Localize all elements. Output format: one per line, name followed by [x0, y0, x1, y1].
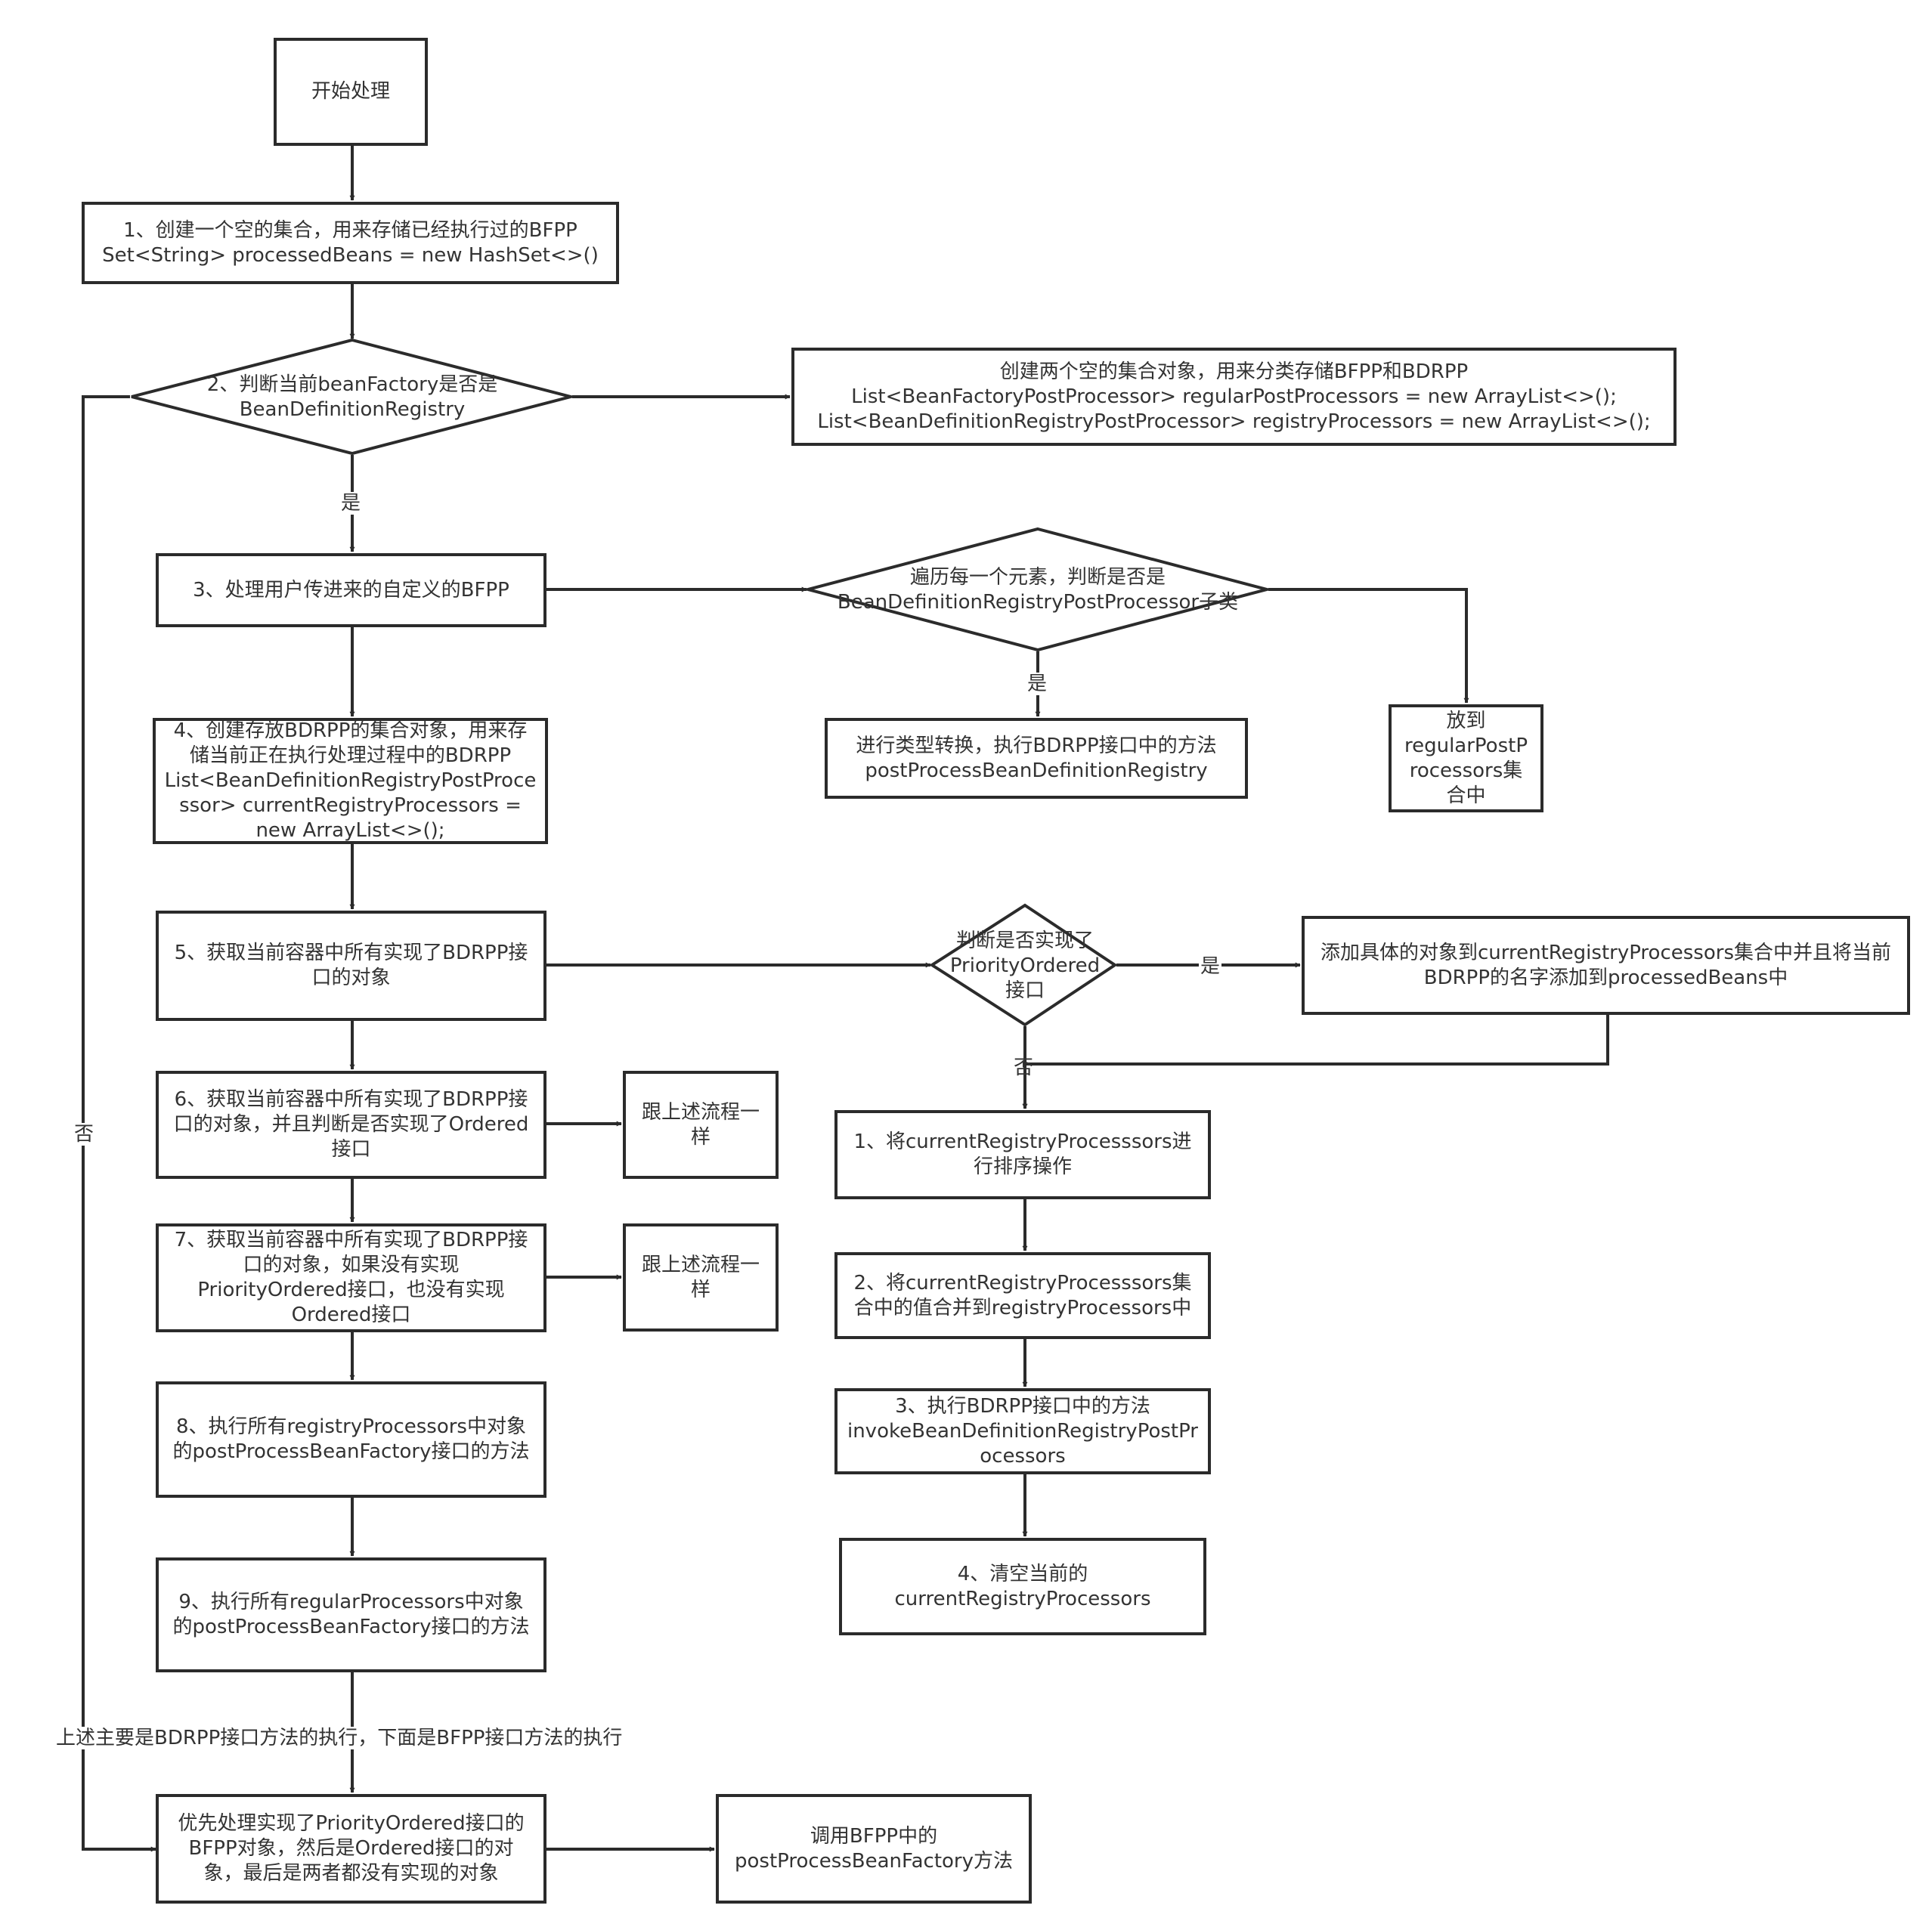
start-node: 开始处理 — [274, 38, 428, 146]
priority-bfpp-node: 优先处理实现了PriorityOrdered接口的 BFPP对象，然后是Orde… — [156, 1794, 546, 1904]
same-flow-1-text: 跟上述流程一 样 — [641, 1100, 760, 1149]
put-regular-text: 放到 regularPostP rocessors集 合中 — [1404, 709, 1528, 807]
decision-iterate-node: 遍历每一个元素，判断是否是 BeanDefinitionRegistryPost… — [824, 563, 1252, 617]
create-lists-text: 创建两个空的集合对象，用来分类存储BFPP和BDRPP List<BeanFac… — [817, 360, 1651, 433]
start-node-text: 开始处理 — [311, 80, 390, 103]
put-regular-node: 放到 regularPostP rocessors集 合中 — [1389, 704, 1543, 812]
yes-iterate-label: 是 — [1026, 673, 1049, 695]
decision2-diamond — [131, 338, 577, 456]
decision-priority-text: 判断是否实现了 PriorityOrdered 接口 — [949, 929, 1101, 1002]
yes-priority-label: 是 — [1199, 955, 1222, 978]
decision-iterate-text: 遍历每一个元素，判断是否是 BeanDefinitionRegistryPost… — [837, 566, 1239, 614]
decision-priority-node: 判断是否实现了 PriorityOrdered 接口 — [940, 928, 1110, 1004]
step7-text: 7、获取当前容器中所有实现了BDRPP接 口的对象，如果没有实现 Priorit… — [174, 1229, 528, 1326]
edge-add-sub1 — [1022, 1015, 1609, 1109]
same-flow-2-node: 跟上述流程一 样 — [623, 1223, 779, 1332]
step1-node: 1、创建一个空的集合，用来存储已经执行过的BFPP Set<String> pr… — [82, 202, 619, 284]
no-priority-label: 否 — [1014, 1056, 1034, 1079]
step3-node: 3、处理用户传进来的自定义的BFPP — [156, 553, 546, 627]
step7-node: 7、获取当前容器中所有实现了BDRPP接 口的对象，如果没有实现 Priorit… — [156, 1223, 546, 1332]
step1-text: 1、创建一个空的集合，用来存储已经执行过的BFPP Set<String> pr… — [102, 218, 599, 267]
sub3-node: 3、执行BDRPP接口中的方法 invokeBeanDefinitionRegi… — [834, 1388, 1211, 1474]
sub3-text: 3、执行BDRPP接口中的方法 invokeBeanDefinitionRegi… — [847, 1394, 1198, 1468]
step5-text: 5、获取当前容器中所有实现了BDRPP接 口的对象 — [174, 942, 528, 989]
sub4-node: 4、清空当前的 currentRegistryProcessors — [839, 1538, 1206, 1635]
yes-decision2-label: 是 — [339, 492, 363, 515]
same-flow-1-node: 跟上述流程一 样 — [623, 1071, 779, 1179]
step6-text: 6、获取当前容器中所有实现了BDRPP接 口的对象，并且判断是否实现了Order… — [173, 1088, 529, 1161]
step8-node: 8、执行所有registryProcessors中对象 的postProcess… — [156, 1381, 546, 1498]
no-decision2-label: 否 — [73, 1123, 96, 1146]
step9-node: 9、执行所有regularProcessors中对象 的postProcessB… — [156, 1557, 546, 1672]
sub1-text: 1、将currentRegistryProcesssors进 行排序操作 — [853, 1131, 1192, 1178]
priority-bfpp-text: 优先处理实现了PriorityOrdered接口的 BFPP对象，然后是Orde… — [178, 1812, 525, 1885]
type-cast-node: 进行类型转换，执行BDRPP接口中的方法 postProcessBeanDefi… — [825, 718, 1248, 799]
edge-iterate-regular — [1268, 588, 1469, 704]
decision-iterate-diamond — [802, 527, 1273, 652]
decision2-text: 2、判断当前beanFactory是否是 BeanDefinitionRegis… — [206, 373, 498, 421]
step4-text: 4、创建存放BDRPP的集合对象，用来存 储当前正在执行处理过程中的BDRPP … — [164, 719, 537, 842]
sub4-text: 4、清空当前的 currentRegistryProcessors — [894, 1562, 1151, 1610]
sub2-text: 2、将currentRegistryProcesssors集 合中的值合并到re… — [853, 1271, 1192, 1319]
sub1-node: 1、将currentRegistryProcesssors进 行排序操作 — [834, 1110, 1211, 1199]
step4-node: 4、创建存放BDRPP的集合对象，用来存 储当前正在执行处理过程中的BDRPP … — [153, 718, 548, 844]
invoke-bfpp-node: 调用BFPP中的 postProcessBeanFactory方法 — [716, 1794, 1032, 1904]
add-current-text: 添加具体的对象到currentRegistryProcessors集合中并且将当… — [1320, 941, 1891, 989]
create-lists-node: 创建两个空的集合对象，用来分类存储BFPP和BDRPP List<BeanFac… — [791, 348, 1677, 446]
decision2-node: 2、判断当前beanFactory是否是 BeanDefinitionRegis… — [184, 370, 520, 425]
same-flow-2-text: 跟上述流程一 样 — [641, 1253, 760, 1301]
step3-text: 3、处理用户传进来的自定义的BFPP — [193, 578, 509, 602]
step9-text: 9、执行所有regularProcessors中对象 的postProcessB… — [172, 1591, 530, 1638]
invoke-bfpp-text: 调用BFPP中的 postProcessBeanFactory方法 — [735, 1824, 1013, 1873]
step6-node: 6、获取当前容器中所有实现了BDRPP接 口的对象，并且判断是否实现了Order… — [156, 1071, 546, 1179]
decision-priority-diamond — [929, 903, 1118, 1027]
type-cast-text: 进行类型转换，执行BDRPP接口中的方法 postProcessBeanDefi… — [856, 734, 1217, 782]
add-current-node: 添加具体的对象到currentRegistryProcessors集合中并且将当… — [1302, 916, 1910, 1015]
step5-node: 5、获取当前容器中所有实现了BDRPP接 口的对象 — [156, 911, 546, 1021]
sub2-node: 2、将currentRegistryProcesssors集 合中的值合并到re… — [834, 1252, 1211, 1339]
step8-text: 8、执行所有registryProcessors中对象 的postProcess… — [172, 1415, 530, 1463]
transition-note-label: 上述主要是BDRPP接口方法的执行，下面是BFPP接口方法的执行 — [54, 1727, 624, 1749]
